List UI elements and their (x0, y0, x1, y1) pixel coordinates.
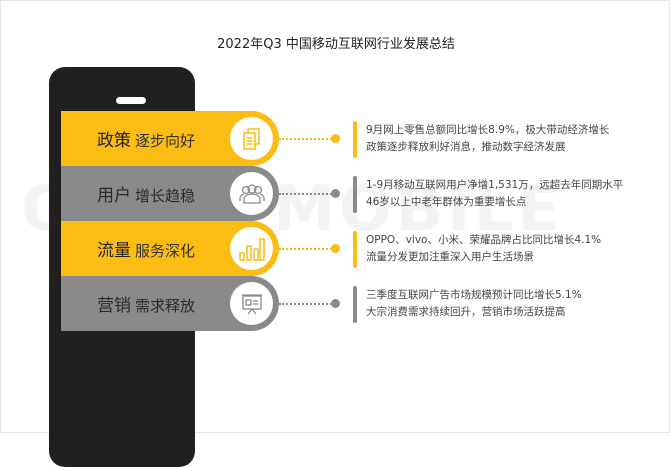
category-subtitle: 增长趋稳 (135, 187, 196, 205)
category-title: 流量 (97, 241, 131, 261)
connector-line (279, 303, 335, 305)
users-icon (230, 172, 273, 215)
accent-bar (353, 231, 357, 268)
category-subtitle: 需求释放 (135, 297, 196, 315)
connector-dot (331, 189, 340, 198)
connector-line (279, 248, 335, 250)
description: 9月网上零售总额同比增长8.9%，极大带动经济增长政策逐步释放利好消息，推动数字… (366, 124, 610, 153)
category-subtitle: 服务深化 (135, 242, 196, 260)
description: OPPO、vivo、小米、荣耀品牌占比同比增长4.1%流量分发更加注重深入用户生… (366, 234, 602, 263)
connector-line (279, 193, 335, 195)
connector-dot (331, 244, 340, 253)
accent-bar (353, 286, 357, 323)
connector-dot (331, 134, 340, 143)
presentation-board-icon (230, 282, 273, 325)
category-band-traffic: 流量服务深化 (61, 221, 279, 276)
connector-dot (331, 299, 340, 308)
category-band-marketing: 营销需求释放 (61, 276, 279, 331)
description: 三季度互联网广告市场规模预计同比增长5.1%大宗消费需求持续回升，营销市场活跃提… (366, 289, 582, 318)
phone-speaker (116, 97, 146, 104)
category-subtitle: 逐步向好 (135, 132, 196, 150)
category-title: 营销 (97, 296, 131, 316)
connector-line (279, 138, 335, 140)
category-band-policy: 政策逐步向好 (61, 111, 279, 166)
category-band-users: 用户增长趋稳 (61, 166, 279, 221)
bar-chart-icon (230, 227, 273, 270)
category-title: 用户 (97, 186, 131, 206)
category-title: 政策 (97, 131, 131, 151)
accent-bar (353, 176, 357, 213)
page-title: 2022年Q3 中国移动互联网行业发展总结 (217, 37, 455, 52)
documents-icon (230, 117, 273, 160)
accent-bar (353, 121, 357, 158)
